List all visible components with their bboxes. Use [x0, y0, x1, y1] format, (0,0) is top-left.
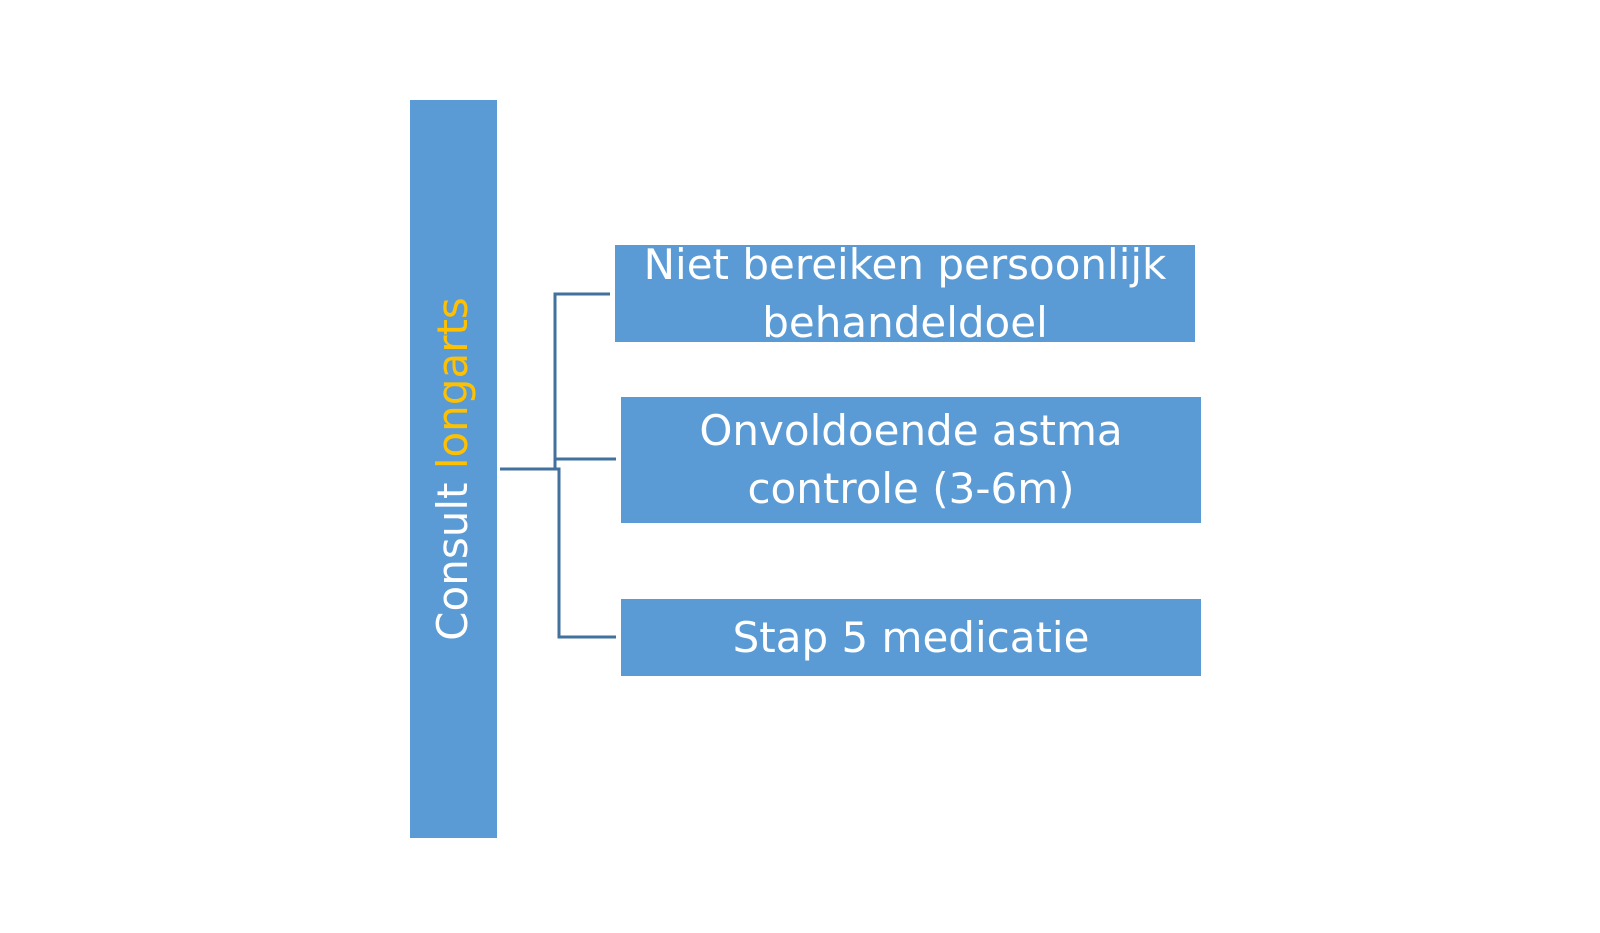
branch-node-1-text: Niet bereiken persoonlijk behandeldoel	[643, 245, 1167, 342]
branch-node-2-text: Onvoldoende astma controle (3-6m)	[699, 406, 1123, 513]
connector-branch-3	[555, 467, 616, 639]
branch-node-3: Stap 5 medicatie	[621, 599, 1201, 676]
root-node	[410, 100, 497, 838]
connector-branch-1	[553, 292, 610, 469]
branch-node-3-text: Stap 5 medicatie	[732, 612, 1090, 662]
branch-node-1: Niet bereiken persoonlijk behandeldoel	[615, 245, 1195, 342]
branch-node-2: Onvoldoende astma controle (3-6m)	[621, 397, 1201, 523]
